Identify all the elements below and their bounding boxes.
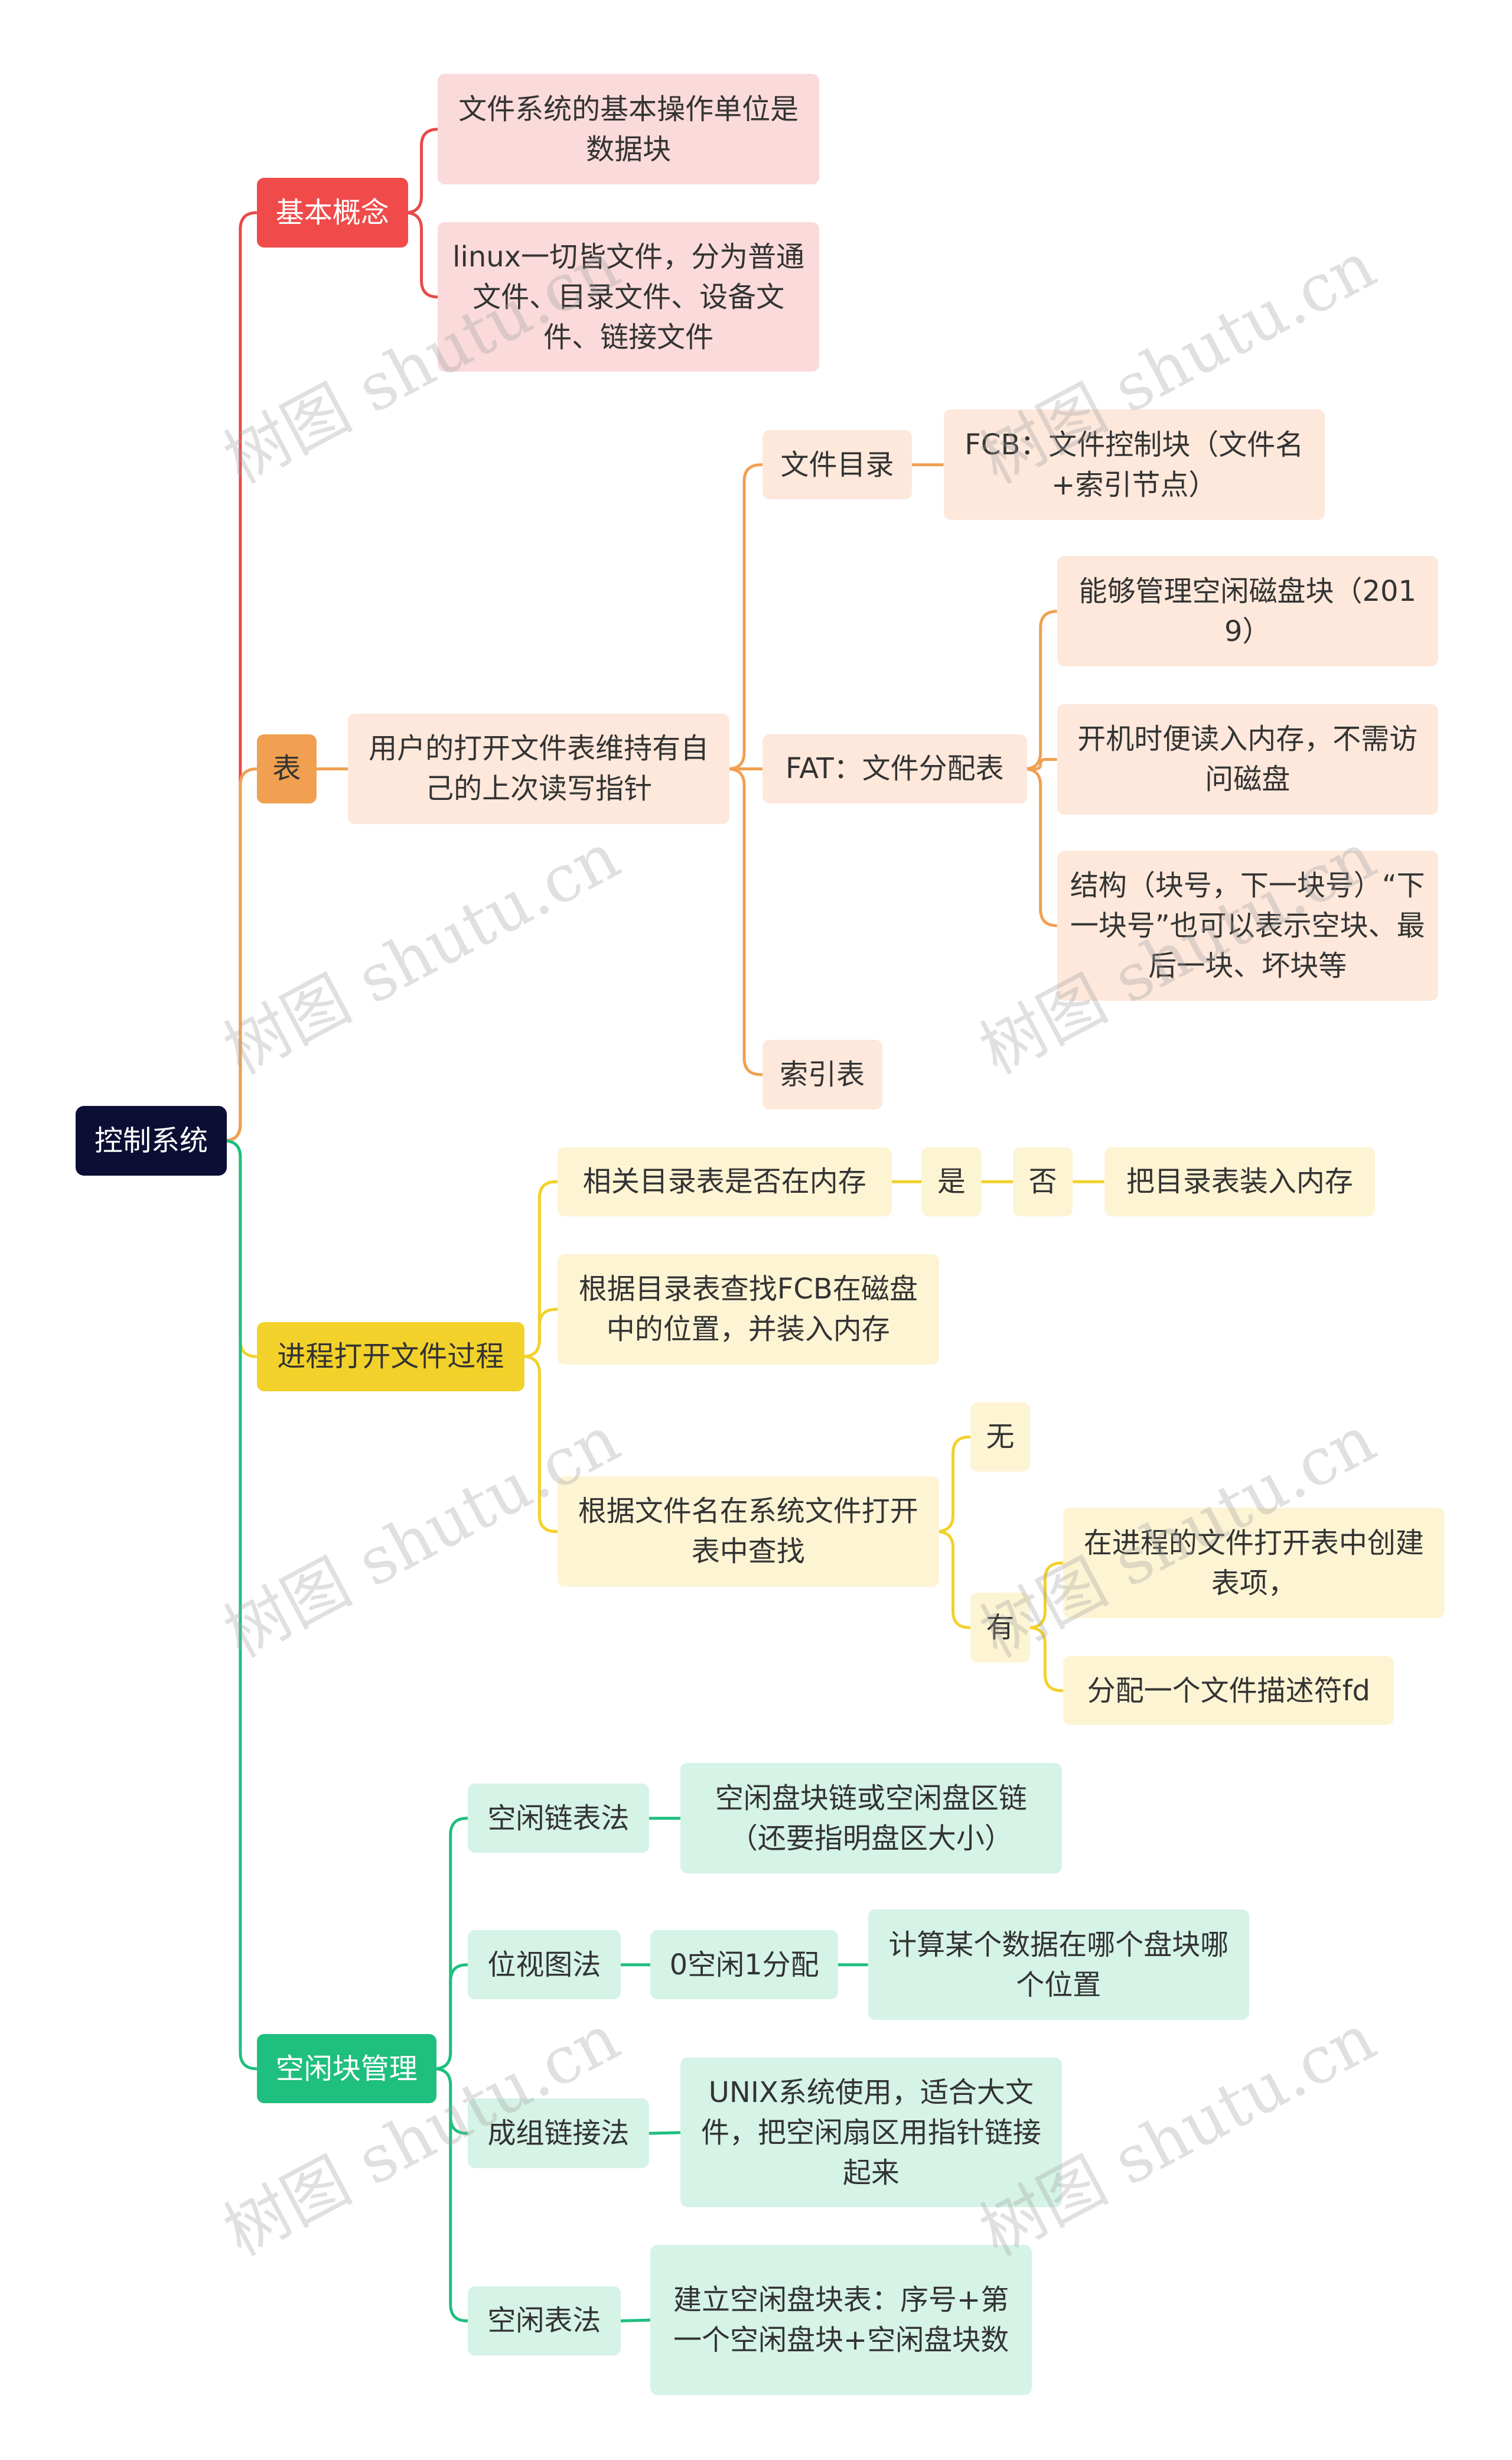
node-b2-1[interactable]: 根据目录表查找FCB在磁盘中的位置，并装入内存	[558, 1254, 939, 1365]
node-b2[interactable]: 进程打开文件过程	[256, 1322, 525, 1391]
connector-node-b2-2-0	[936, 1435, 970, 1533]
node-b1-0-1[interactable]: FAT：文件分配表	[762, 734, 1027, 804]
node-b1-0-0[interactable]: 文件目录	[762, 430, 913, 500]
connector-node-b3	[223, 1139, 257, 2071]
connector-node-b1	[223, 767, 257, 1143]
node-b1-0-1-1[interactable]: 开机时便读入内存，不需访问磁盘	[1057, 704, 1438, 815]
node-b2-0-0[interactable]: 是	[921, 1147, 982, 1216]
node-b2-0-0-0-0[interactable]: 把目录表装入内存	[1104, 1147, 1376, 1216]
node-b3-3[interactable]: 空闲表法	[468, 2286, 621, 2356]
connector-node-b3-3	[434, 2067, 468, 2322]
connector-node-b2-1	[523, 1307, 558, 1358]
node-b1-0-0-0[interactable]: FCB：文件控制块（文件名+索引节点）	[943, 409, 1325, 520]
node-b2-2-1-0[interactable]: 在进程的文件打开表中创建表项，	[1063, 1508, 1445, 1618]
node-b2-2-1-1[interactable]: 分配一个文件描述符fd	[1063, 1656, 1394, 1726]
connector-node-b0-0	[405, 128, 438, 214]
node-b3-0[interactable]: 空闲链表法	[468, 1784, 649, 1853]
node-b2-2[interactable]: 根据文件名在系统文件打开表中查找	[558, 1476, 939, 1587]
connector-node-b2-2-1	[936, 1530, 970, 1629]
node-b1-0-2[interactable]: 索引表	[762, 1040, 882, 1109]
node-b1[interactable]: 表	[256, 734, 317, 804]
node-b3-1[interactable]: 位视图法	[468, 1930, 621, 2000]
connector-node-b3-1	[434, 1963, 468, 2071]
node-b1-0-1-2[interactable]: 结构（块号，下一块号）“下一块号”也可以表示空块、最后一块、坏块等	[1057, 851, 1438, 1001]
node-b3[interactable]: 空闲块管理	[256, 2034, 436, 2104]
connector-node-b2-2-1-0	[1028, 1561, 1064, 1629]
connector-node-b1-0-1-2	[1024, 767, 1057, 928]
node-b0[interactable]: 基本概念	[256, 178, 408, 248]
node-b3-2[interactable]: 成组链接法	[468, 2098, 649, 2168]
connector-node-b2-2	[523, 1355, 558, 1533]
root-node[interactable]: 控制系统	[76, 1106, 227, 1176]
node-b3-2-0[interactable]: UNIX系统使用，适合大文件，把空闲扇区用指针链接起来	[680, 2058, 1062, 2208]
connector-node-b3-3-0	[620, 2318, 651, 2322]
node-b2-0-0-0[interactable]: 否	[1012, 1147, 1073, 1216]
node-b3-1-0-0[interactable]: 计算某个数据在哪个盘块哪个位置	[868, 1909, 1249, 2020]
connector-node-b1-0-2	[727, 767, 762, 1076]
node-b2-2-1[interactable]: 有	[970, 1593, 1031, 1662]
connector-node-b1-0-0	[727, 463, 762, 770]
node-b1-0[interactable]: 用户的打开文件表维持有自己的上次读写指针	[348, 714, 729, 824]
node-b3-3-0[interactable]: 建立空闲盘块表：序号+第一个空闲盘块+空闲盘块数	[650, 2245, 1032, 2395]
node-b2-2-0[interactable]: 无	[970, 1402, 1031, 1472]
node-b1-0-1-0[interactable]: 能够管理空闲磁盘块（2019）	[1057, 556, 1438, 667]
connector-node-b1-0-1-1	[1027, 757, 1057, 770]
connector-node-b0-1	[405, 211, 438, 299]
node-b3-0-0[interactable]: 空闲盘块链或空闲盘区链（还要指明盘区大小）	[680, 1763, 1062, 1874]
node-b0-1[interactable]: linux一切皆文件，分为普通文件、目录文件、设备文件、链接文件	[438, 222, 819, 372]
node-b3-1-0[interactable]: 0空闲1分配	[650, 1930, 838, 2000]
node-b2-0[interactable]: 相关目录表是否在内存	[558, 1147, 892, 1216]
node-b0-0[interactable]: 文件系统的基本操作单位是数据块	[438, 74, 819, 185]
connector-node-b2-2-1-1	[1028, 1626, 1064, 1693]
connector-node-b1-0-1-0	[1024, 610, 1057, 770]
